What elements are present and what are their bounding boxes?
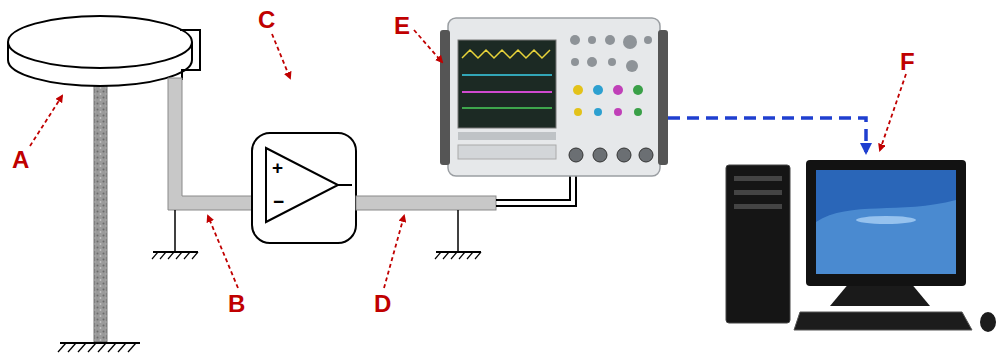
callout-arrows	[30, 30, 906, 288]
amplifier-symbol	[252, 133, 356, 243]
data-link	[668, 118, 866, 152]
callout-letter: D	[374, 292, 391, 316]
oscilloscope	[440, 18, 668, 176]
input-sign: +	[272, 158, 283, 177]
callout-letter: C	[258, 8, 275, 32]
cable-b	[152, 78, 258, 259]
support-pole	[58, 80, 140, 352]
input-sign: −	[273, 192, 284, 211]
cable-d	[356, 168, 576, 259]
callout-letter: E	[394, 14, 410, 38]
disc-sensor	[8, 16, 200, 86]
callout-letter: B	[228, 292, 245, 316]
callout-letter: A	[12, 148, 29, 172]
callout-letter: F	[900, 50, 915, 74]
computer	[726, 160, 996, 332]
